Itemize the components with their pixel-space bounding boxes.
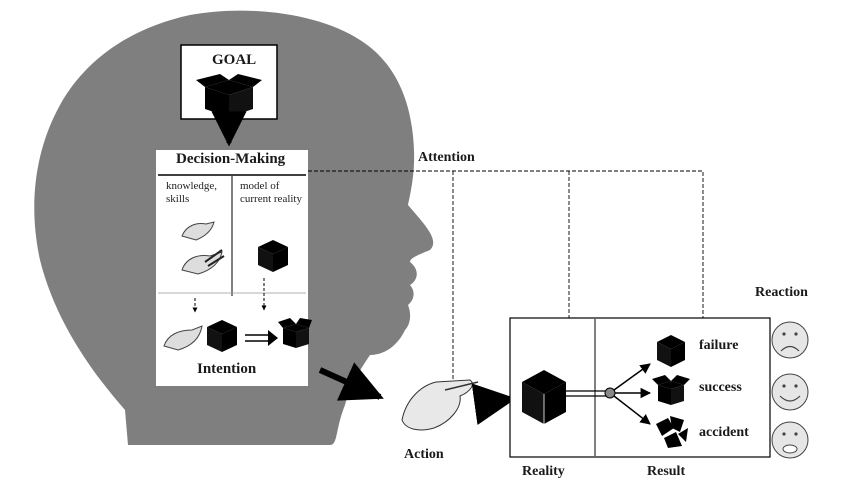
outcome-success-label: success <box>699 380 742 395</box>
branch-arrow-accident <box>613 395 651 425</box>
model-of-reality-label: model of current reality <box>240 180 302 205</box>
attention-lines <box>308 170 704 385</box>
sad-face-icon <box>771 321 809 359</box>
reality-result-box <box>509 317 771 458</box>
cube-to-node-connector <box>566 390 606 397</box>
knowledge-skills-label: knowledge, skills <box>166 180 218 205</box>
branch-node <box>604 387 616 399</box>
decision-making-title: Decision-Making <box>176 151 286 167</box>
cube-icon <box>657 335 685 367</box>
result-label: Result <box>647 464 686 479</box>
double-arrow <box>245 334 268 342</box>
outcome-failure-label: failure <box>699 338 739 353</box>
outcome-accident-label: accident <box>699 425 749 440</box>
pliers-icon <box>204 249 225 267</box>
broken-box-icon <box>656 416 688 448</box>
intention-label: Intention <box>197 361 257 377</box>
happy-face-icon <box>771 373 809 411</box>
open-box-icon <box>278 318 312 348</box>
reaction-label: Reaction <box>755 285 808 300</box>
attention-label: Attention <box>418 150 475 165</box>
hand-icon <box>163 221 223 351</box>
cube-icon <box>522 370 566 424</box>
shocked-face-icon <box>771 421 809 459</box>
cube-icon <box>258 240 288 272</box>
goal-label: GOAL <box>212 52 257 68</box>
intention-to-action-arrow <box>318 362 384 401</box>
open-box-icon <box>196 74 262 117</box>
reality-label: Reality <box>522 464 565 479</box>
decision-panel <box>156 150 312 386</box>
cube-icon <box>207 320 237 352</box>
branch-arrow-failure <box>613 363 651 391</box>
goal-box <box>180 44 278 120</box>
action-label: Action <box>404 447 444 462</box>
hand-icon <box>401 379 479 431</box>
open-box-icon <box>652 375 690 405</box>
action-to-reality-arrow <box>471 383 517 426</box>
